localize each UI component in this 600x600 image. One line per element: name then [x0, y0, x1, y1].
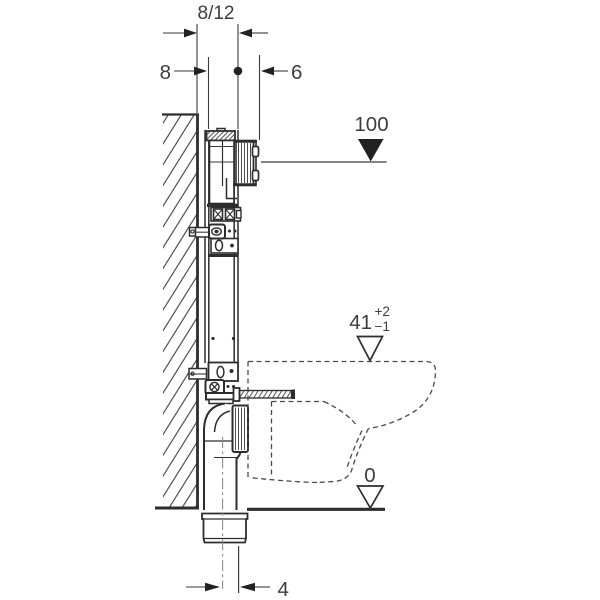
bolt-tab [235, 209, 242, 219]
outlet-flange [205, 392, 238, 401]
dimension-offsets: 8 6 [160, 61, 303, 84]
wall-section [155, 113, 199, 510]
bracket-dot [233, 229, 237, 233]
crossbar-slot [216, 365, 225, 379]
actuator-ribs [237, 143, 252, 183]
clamp-cross-icon [210, 383, 219, 391]
actuator-tab-lower [251, 169, 260, 182]
drain-bend [203, 402, 249, 510]
valve-dot [230, 243, 234, 248]
arrowhead-right-icon [184, 28, 197, 38]
pan-trap-outer [316, 428, 370, 484]
level-marker-100: 100 [261, 113, 389, 163]
frame-depth-label: 8/12 [198, 3, 235, 24]
outlet-flange-step [208, 398, 234, 405]
boss-pin [214, 229, 219, 234]
fitting-modules [208, 206, 242, 257]
pan-bottom-line [248, 476, 318, 484]
actuator-tab-upper [251, 145, 260, 158]
outlet-offset-label: 4 [278, 578, 289, 600]
extension-lines [196, 24, 261, 140]
wall-hatch [163, 114, 197, 508]
floor-socket [201, 512, 249, 544]
wall-bracket-lower [188, 361, 239, 405]
wall-offset-label: 8 [160, 61, 171, 84]
rod-tip [291, 389, 295, 399]
bolt-cross-icon [213, 208, 223, 220]
actuator-box [233, 139, 260, 187]
pipe-right-edge [235, 451, 242, 510]
pan-outlet-curve [323, 400, 359, 427]
level-0-label: 0 [364, 464, 375, 487]
rod-nut [232, 387, 241, 402]
crossbar-dot [229, 369, 234, 373]
arrowhead-right-icon [194, 66, 207, 76]
level-41-label: 41 [349, 311, 372, 334]
bend-inner-curve [213, 410, 231, 433]
arrowhead-right-icon [205, 582, 220, 592]
anchor-hole [190, 229, 195, 234]
tolerance-minus-label: −1 [375, 319, 390, 334]
open-triangle-level-icon [356, 335, 384, 363]
anchor-hole [190, 371, 195, 376]
sleeve-ribs [234, 407, 246, 450]
filled-triangle-level-icon [358, 139, 384, 162]
bolt-cross-icon [225, 208, 235, 220]
wc-pan-outline [247, 360, 437, 484]
arrowhead-left-icon [240, 582, 255, 592]
flush-bend-step [225, 178, 237, 200]
mounting-rod [232, 387, 295, 402]
arrowhead-left-icon [239, 28, 252, 38]
dimension-outlet-offset: 4 [186, 437, 289, 600]
pan-rim-and-belly [248, 360, 437, 430]
level-marker-41: 41 +2 −1 [349, 304, 390, 363]
socket-body [201, 512, 249, 544]
wall-bracket-upper [188, 223, 237, 240]
bend-outer-edge [203, 402, 226, 510]
arrowhead-left-icon [261, 66, 274, 76]
bracket-dot [228, 229, 231, 233]
reference-dot-icon [233, 66, 243, 76]
cistern-cap-hatch [207, 132, 234, 140]
dimension-frame-depth: 8/12 [163, 3, 268, 38]
level-100-label: 100 [354, 113, 388, 136]
level-marker-0: 0 [247, 464, 385, 511]
cistern-body [208, 139, 235, 205]
valve-slot [214, 239, 224, 252]
rail-hole [231, 336, 236, 341]
concealed-cistern [205, 127, 238, 208]
front-offset-label: 6 [291, 61, 302, 84]
open-triangle-level-icon [356, 485, 385, 510]
tolerance-plus-label: +2 [375, 304, 390, 319]
rod-shaft [238, 389, 293, 399]
clamp-dot [226, 385, 230, 388]
pipe-fill [204, 403, 241, 510]
rail-hole [211, 336, 215, 341]
pan-trap-inner [345, 430, 363, 470]
